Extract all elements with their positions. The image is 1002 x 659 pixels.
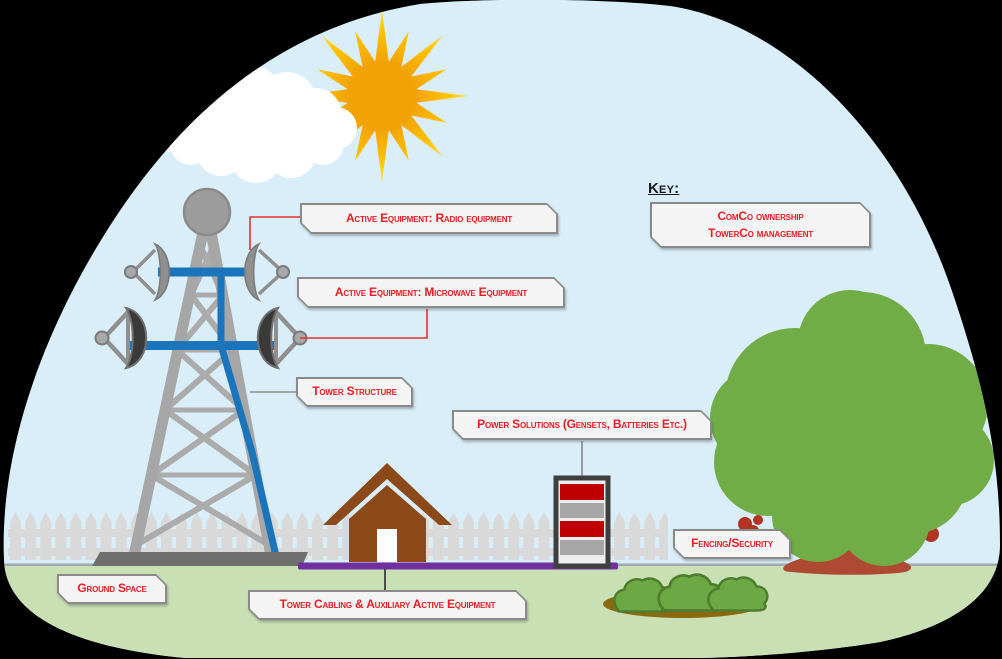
label-tower-structure: Tower Structure [296,377,413,407]
label-fencing-security: Fencing/Security [673,529,791,559]
label-power-solutions-text: Power Solutions (Gensets, Batteries Etc.… [477,417,687,432]
ground-cable [298,562,618,570]
key-entry-comco: ComCo ownership [717,209,804,224]
power-cabinet-icon [553,441,611,569]
label-tower-cabling-text: Tower Cabling & Auxiliary Active Equipme… [279,597,496,612]
label-microwave-equipment-text: Active Equipment: Microwave Equipment [334,284,528,299]
tower-icon [92,187,308,566]
tower-braces [134,243,271,548]
radio-antenna-left-icon [124,242,170,302]
tree-icon [710,290,994,575]
radio-antenna-right-icon [244,242,290,302]
key-box: ComCo ownership TowerCo management [650,202,871,248]
label-power-solutions: Power Solutions (Gensets, Batteries Etc.… [452,410,712,440]
tower-top-beacon [182,187,232,237]
shelter-house-icon [323,463,452,562]
upper-crossarm [158,267,248,277]
tower-base [92,552,308,566]
shelter-door [377,529,397,562]
label-tower-structure-text: Tower Structure [312,384,397,399]
label-radio-equipment: Active Equipment: Radio equipment [300,203,558,234]
key-entry-towerco: TowerCo management [707,225,814,240]
bushes [603,573,769,618]
label-ground-space-text: Ground Space [77,581,147,596]
lower-crossarm [126,341,278,350]
key-heading: Key: [648,180,680,197]
tree-foliage [710,290,994,566]
label-fencing-security-text: Fencing/Security [691,536,773,551]
label-ground-space: Ground Space [57,574,167,604]
label-tower-cabling: Tower Cabling & Auxiliary Active Equipme… [248,590,527,620]
label-radio-equipment-text: Active Equipment: Radio equipment [345,210,513,225]
connector-lines [249,216,428,590]
microwave-dish-left-icon [94,306,148,370]
tower-cable [217,270,280,557]
label-microwave-equipment: Active Equipment: Microwave Equipment [297,277,565,308]
